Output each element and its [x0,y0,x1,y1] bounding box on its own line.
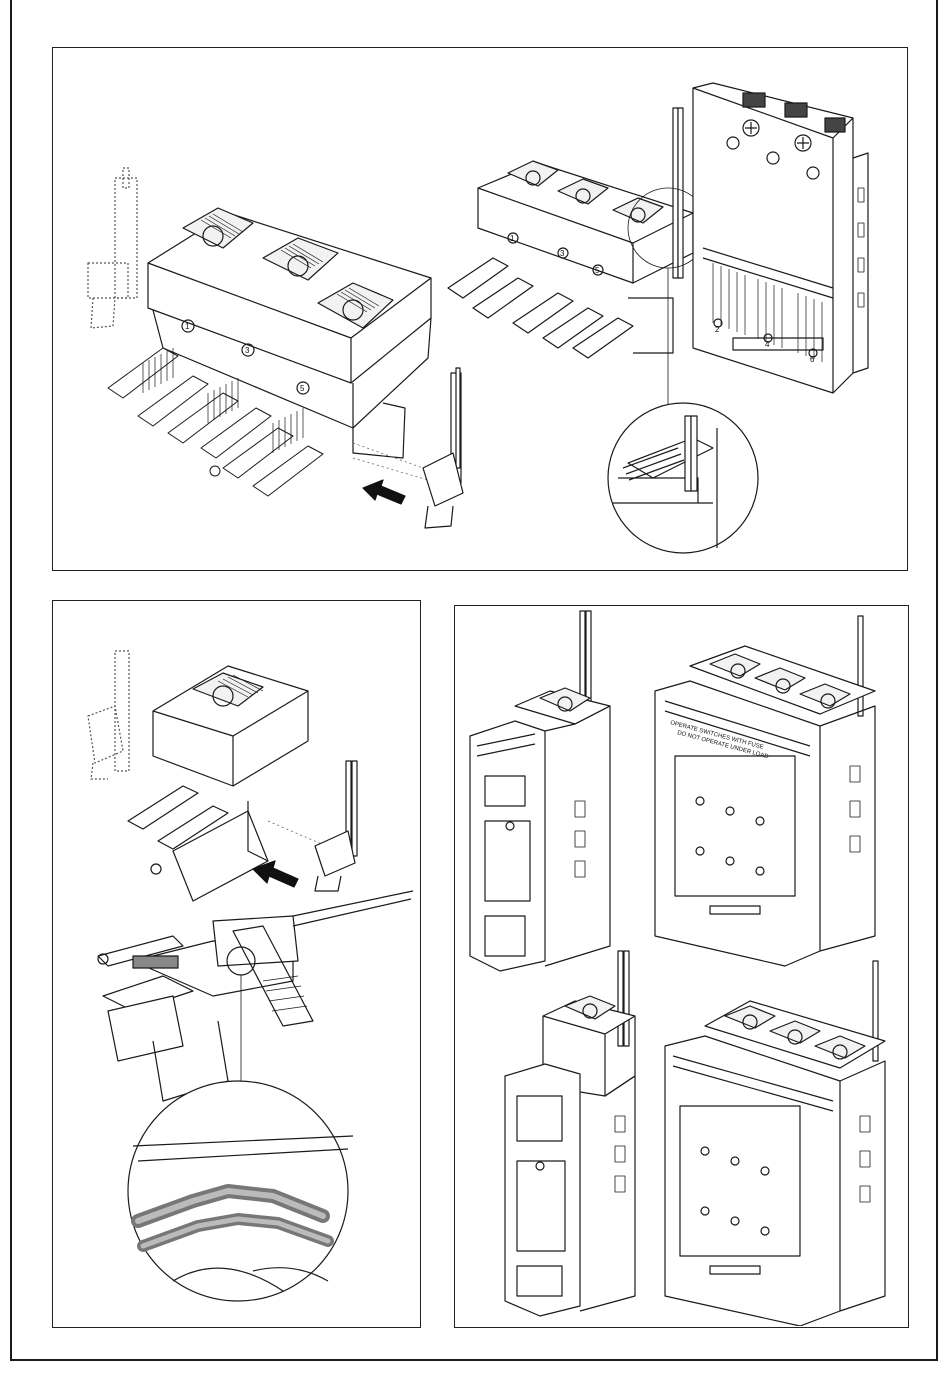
pole-marker-3: 3 [245,346,250,355]
right-pole-marker-5: 5 [595,266,600,275]
detail-zoom-circle [608,403,758,553]
unit-triple-open [665,961,885,1326]
microswitch-bottom [315,761,357,891]
pole-marker-1: 1 [185,322,190,331]
top-diagram: 1 3 5 [53,48,906,569]
bottom-left-diagram [53,601,419,1326]
fuse-switch-left: 1 3 5 [108,208,431,496]
bottom-left-panel [52,600,421,1328]
ghost-microswitch-2 [88,651,129,779]
single-pole-module [128,666,308,901]
right-pole-marker-1: 1 [510,234,515,243]
fuse-base: 2 4 6 [693,83,868,393]
bottom-right-panel: OPERATE SWITCHES WITH FUSE DO NOT OPERAT… [454,605,909,1328]
base-marker-6: 6 [810,355,815,364]
detail-zoom-circle-2 [128,1081,353,1301]
pole-marker-5: 5 [300,384,305,393]
right-pole-marker-3: 3 [560,249,565,258]
insert-arrow-top [363,480,405,504]
unit-single-covered [470,611,610,971]
microswitch-top [423,368,463,528]
ghost-microswitch [88,168,137,328]
top-panel: 1 3 5 [52,47,908,571]
base-marker-2: 2 [715,325,720,334]
assembled-mechanism [98,891,413,1101]
fuse-switch-right: 1 3 5 [448,108,693,358]
unit-triple-covered: OPERATE SWITCHES WITH FUSE DO NOT OPERAT… [655,616,875,966]
bottom-right-diagram: OPERATE SWITCHES WITH FUSE DO NOT OPERAT… [455,606,907,1326]
base-marker-4: 4 [765,340,770,349]
unit-single-open [505,951,635,1316]
